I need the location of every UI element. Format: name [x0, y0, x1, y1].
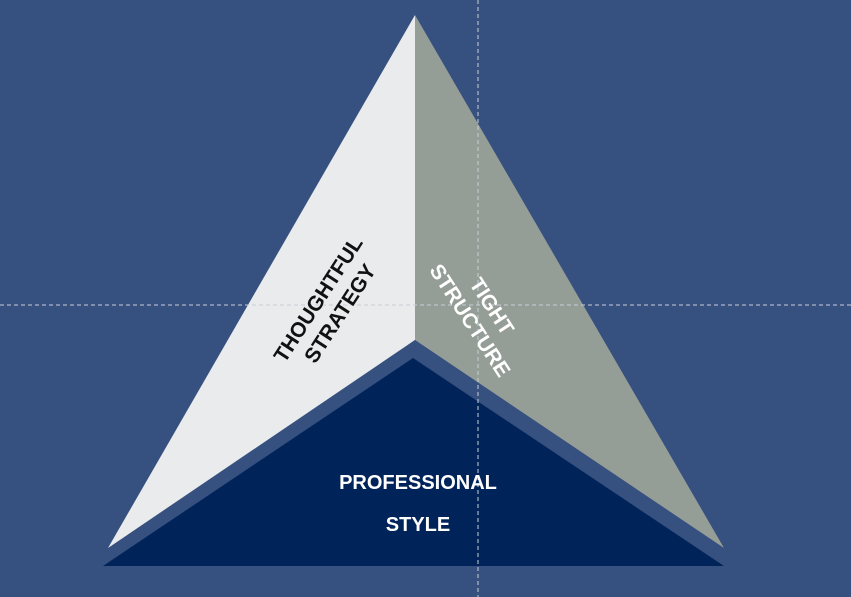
base-face-label: PROFESSIONAL STYLE — [318, 462, 518, 546]
left-face — [108, 15, 415, 548]
base-label-line1: PROFESSIONAL — [339, 472, 497, 494]
base-face — [103, 358, 724, 566]
right-face — [415, 15, 724, 548]
base-label-line2: STYLE — [385, 514, 451, 536]
